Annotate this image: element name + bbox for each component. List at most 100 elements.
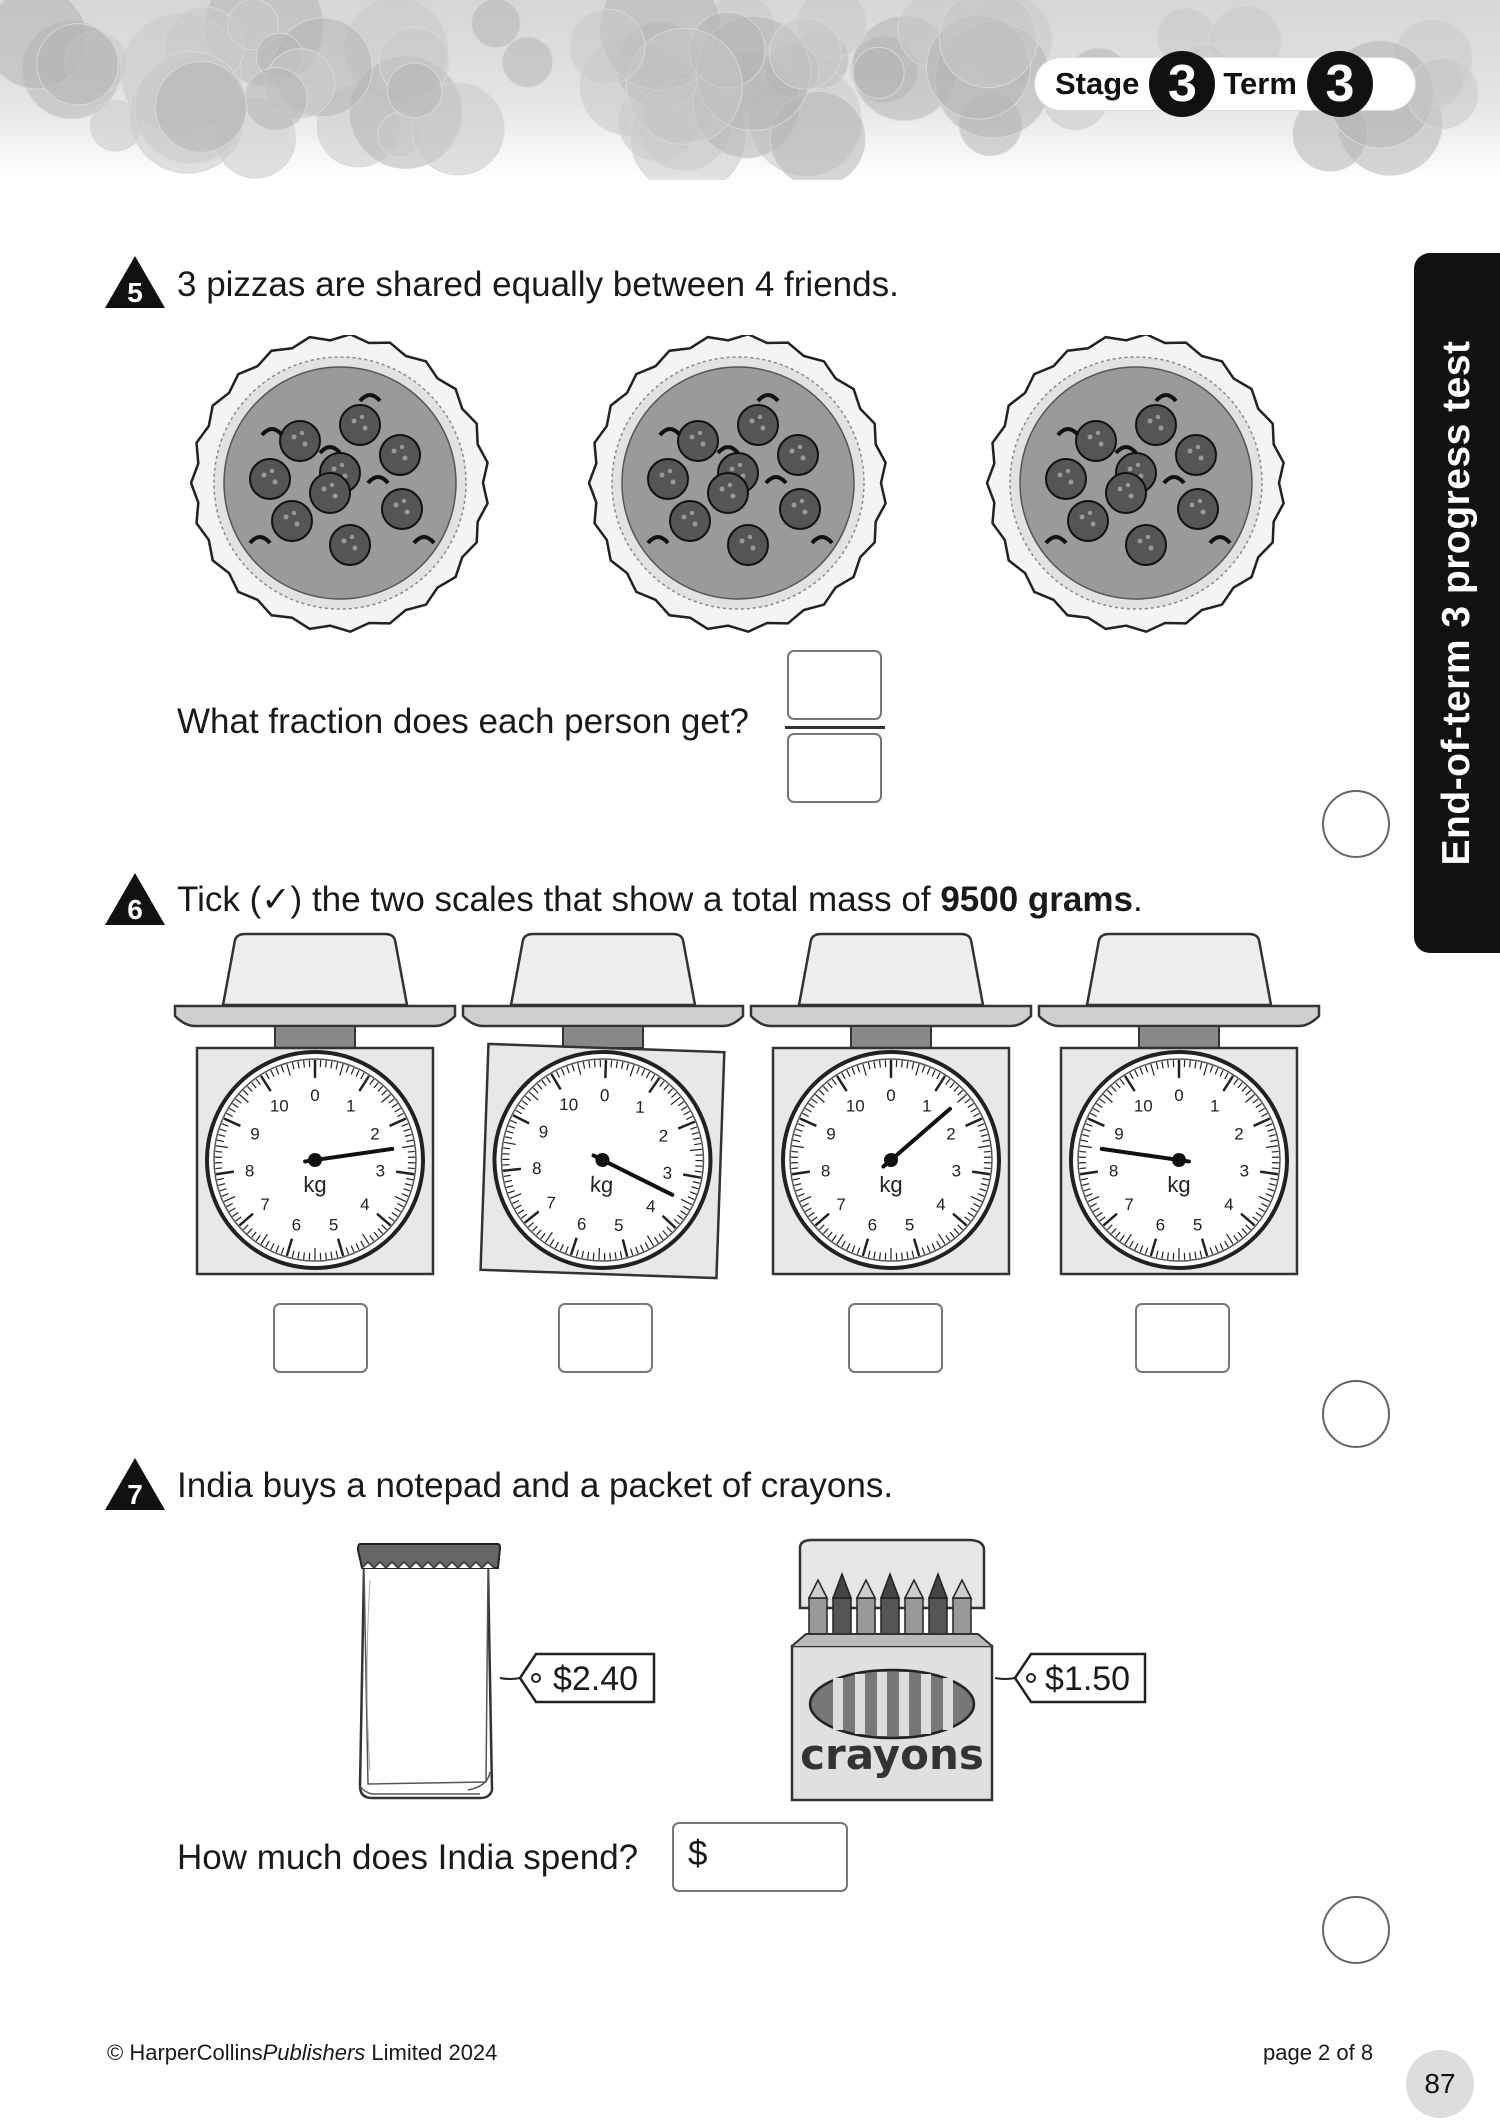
dial-number: 6 [1156, 1215, 1165, 1234]
dial-number: 1 [922, 1096, 931, 1115]
dial-number: 10 [1134, 1096, 1153, 1115]
term-label: Term [1223, 66, 1297, 101]
pizza-images [189, 332, 1285, 634]
stage-label: Stage [1055, 66, 1140, 101]
dial-unit: kg [879, 1172, 902, 1197]
copyright-prefix: © HarperCollins [107, 2040, 263, 2065]
dial-number: 9 [538, 1122, 548, 1141]
dial-number: 6 [577, 1214, 587, 1233]
dial-number: 9 [250, 1125, 259, 1144]
header-band [0, 0, 1500, 180]
side-tab: End-of-term 3 progress test [1414, 253, 1500, 953]
fraction-denominator-box[interactable] [787, 733, 882, 803]
dial-number: 6 [292, 1215, 301, 1234]
tick-box-scale-2[interactable] [558, 1303, 653, 1373]
dial-number: 5 [905, 1215, 914, 1234]
dial-number: 4 [1224, 1195, 1233, 1214]
dial-number: 4 [936, 1195, 945, 1214]
dial-number: 2 [946, 1125, 955, 1144]
dial-hub [1172, 1153, 1186, 1167]
dial-number: 3 [376, 1161, 385, 1180]
dial-number: 2 [370, 1125, 379, 1144]
page-of: page 2 of 8 [1263, 2040, 1374, 2065]
question-6-text-bold: 9500 grams [940, 880, 1133, 919]
dial-number: 1 [1210, 1096, 1219, 1115]
pizza-3 [985, 332, 1285, 634]
bubble-pattern [0, 0, 1479, 180]
dial-unit: kg [1167, 1172, 1190, 1197]
question-6-text: Tick (✓) the two scales that show a tota… [177, 880, 1143, 920]
scales-illustration: 012345678910kg012345678910kg012345678910… [173, 932, 1321, 1280]
question-6-text-after: . [1132, 880, 1143, 919]
tick-box-scale-1[interactable] [273, 1303, 368, 1373]
question-6-number-icon: 6 [105, 873, 165, 925]
stage-term-pill: Stage 3 Term 3 [1035, 51, 1415, 117]
crayons-price-tag-shape [994, 1652, 1147, 1704]
notepad-image [356, 1543, 502, 1800]
dial-number: 1 [635, 1098, 645, 1117]
dial-number: 8 [245, 1161, 254, 1180]
dial-number: 0 [600, 1086, 610, 1105]
dial-number: 9 [826, 1125, 835, 1144]
notepad-price: $2.40 [553, 1660, 639, 1698]
dial-number: 2 [658, 1127, 668, 1146]
tick-box-scale-3[interactable] [848, 1303, 943, 1373]
mark-circle-q6[interactable] [1322, 1380, 1390, 1448]
stage-number: 3 [1149, 51, 1216, 117]
dial-number: 10 [846, 1096, 865, 1115]
dial-number: 10 [270, 1096, 289, 1115]
copyright: © HarperCollinsPublishers Limited 2024 [107, 2040, 497, 2066]
dial-number: 0 [1174, 1086, 1183, 1105]
question-7-number: 7 [127, 1479, 143, 1510]
dial-number: 10 [559, 1095, 579, 1115]
question-6-text-before: Tick (✓) the two scales that show a tota… [177, 880, 941, 919]
dial-number: 3 [952, 1161, 961, 1180]
question-7-prompt: How much does India spend? [177, 1838, 639, 1877]
crayons-box-image [790, 1538, 994, 1802]
question-5-number: 5 [127, 277, 143, 308]
dial-number: 5 [1193, 1215, 1202, 1234]
dial-number: 8 [821, 1161, 830, 1180]
mark-circle-q5[interactable] [1322, 790, 1390, 858]
fraction-numerator-box[interactable] [787, 650, 882, 720]
dial-number: 6 [868, 1215, 877, 1234]
dial-number: 3 [1240, 1161, 1249, 1180]
answer-spend-box[interactable]: $ [672, 1822, 848, 1892]
dial-number: 4 [360, 1195, 369, 1214]
dial-number: 7 [1124, 1195, 1133, 1214]
dial-hub [884, 1153, 898, 1167]
dial-number: 8 [532, 1159, 542, 1178]
pizzas-illustration [189, 332, 1320, 635]
dial-number: 7 [836, 1195, 845, 1214]
copyright-italic: Publishers [262, 2040, 366, 2065]
fraction-bar [785, 726, 885, 729]
dial-number: 3 [662, 1163, 672, 1182]
dial-unit: kg [303, 1172, 326, 1197]
crayons-price: $1.50 [1045, 1660, 1131, 1698]
notepad-price-tag-shape [499, 1652, 656, 1704]
dial-number: 8 [1109, 1161, 1118, 1180]
question-7-number-icon: 7 [105, 1458, 165, 1510]
currency-symbol: $ [688, 1834, 708, 1873]
dial-number: 7 [546, 1193, 556, 1212]
side-tab-text: End-of-term 3 progress test [1435, 340, 1478, 866]
tick-box-scale-4[interactable] [1135, 1303, 1230, 1373]
question-6-number: 6 [127, 894, 143, 925]
question-5-text: 3 pizzas are shared equally between 4 fr… [177, 265, 899, 304]
dial-number: 0 [886, 1086, 895, 1105]
mark-circle-q7[interactable] [1322, 1896, 1390, 1964]
dial-number: 0 [310, 1086, 319, 1105]
crayons-box-label: crayons [800, 1730, 984, 1779]
page-number: 87 [1406, 2050, 1474, 2118]
dial-number: 1 [346, 1096, 355, 1115]
pizza-1 [189, 332, 489, 634]
term-number: 3 [1306, 51, 1373, 117]
pizza-2 [587, 332, 887, 634]
dial-number: 2 [1234, 1125, 1243, 1144]
dial-number: 5 [614, 1216, 624, 1235]
dial-hub [595, 1152, 610, 1167]
